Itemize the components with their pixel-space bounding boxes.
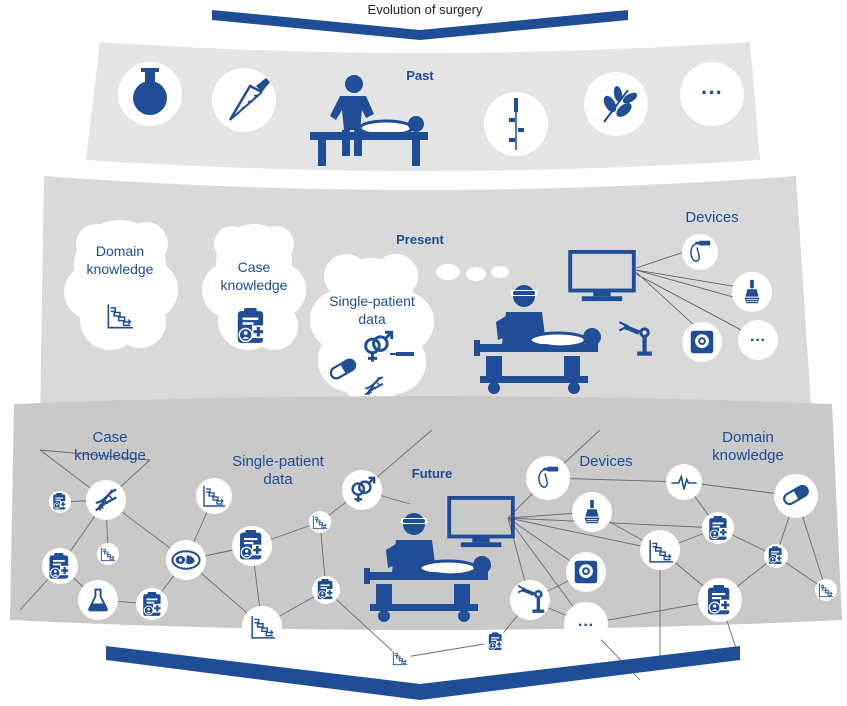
past-label: Past	[406, 68, 434, 83]
future-stairs-node-c	[242, 606, 282, 646]
more-icon: ···	[701, 80, 723, 105]
future-label: Future	[412, 466, 452, 481]
future-case-knowledge-line1: Case	[92, 429, 127, 446]
future-record-node-a	[49, 491, 71, 513]
future-record-node-f	[484, 630, 508, 654]
future-record-node-d	[232, 526, 272, 566]
future-record-node-h	[764, 544, 788, 568]
future-stairs-node-g	[815, 579, 837, 601]
present-ct-item: CT	[682, 322, 722, 362]
present-probe-item	[732, 272, 772, 312]
future-organ-node	[166, 540, 206, 580]
present-more-item: ···	[738, 320, 778, 360]
future-single-patient-line1: Single-patient	[232, 453, 325, 470]
future-robot-node	[510, 580, 550, 620]
ct-label: CT	[582, 579, 590, 585]
future-gender-node	[342, 470, 382, 510]
present-endoscope-item	[682, 234, 718, 270]
future-domain-knowledge-line1: Domain	[722, 429, 774, 446]
present-devices-label: Devices	[685, 209, 738, 226]
more-icon: ···	[750, 332, 766, 349]
past-herb-item	[584, 72, 648, 136]
patient-record-icon	[708, 585, 731, 615]
patient-record-icon	[53, 493, 66, 510]
future-stairs-node-f	[640, 530, 680, 570]
future-stairs-node-e	[389, 647, 411, 669]
domain-knowledge-cloud: Domain knowledge	[64, 220, 178, 350]
ct-label: CT	[698, 349, 706, 355]
diagram-title: Evolution of surgery	[368, 2, 483, 17]
present-label: Present	[396, 232, 444, 247]
domain-knowledge-line1: Domain	[96, 243, 144, 259]
patient-record-icon	[317, 579, 334, 600]
future-dna-node	[86, 480, 126, 520]
flask-icon	[133, 68, 167, 115]
case-knowledge-cloud: Case knowledge	[202, 224, 306, 350]
single-patient-line2: data	[358, 311, 385, 327]
future-devices-label: Devices	[579, 453, 632, 470]
future-ecg-node	[666, 464, 702, 500]
patient-record-icon	[768, 546, 783, 564]
future-case-knowledge-line2: knowledge	[74, 447, 146, 464]
past-flask-item	[118, 62, 182, 126]
future-record-node-e	[312, 576, 340, 604]
future-pill-node	[774, 474, 818, 518]
past-band	[86, 42, 760, 171]
cigarette-icon	[390, 352, 414, 356]
patient-record-icon	[143, 592, 162, 616]
herb-leaf-icon	[603, 86, 638, 123]
future-record-node-g	[702, 512, 734, 544]
future-probe-node	[572, 492, 612, 532]
past-more-item: ···	[680, 62, 744, 126]
future-single-patient-line2: data	[263, 471, 293, 488]
tourniquet-icon	[509, 98, 524, 150]
future-record-node-i	[698, 578, 742, 622]
more-icon: ···	[578, 617, 594, 634]
future-flask-node	[78, 580, 118, 620]
future-band	[10, 396, 842, 630]
future-stairs-node-b	[97, 543, 119, 565]
single-patient-data-cloud: Single-patient data	[310, 254, 434, 410]
patient-record-icon	[240, 530, 263, 560]
single-patient-line1: Single-patient	[329, 293, 415, 309]
saw-icon	[228, 78, 270, 121]
case-knowledge-line1: Case	[238, 259, 271, 275]
future-record-node-b	[42, 548, 78, 584]
future-record-node-c	[136, 588, 168, 620]
top-chevron	[212, 10, 628, 40]
bottom-chevron	[106, 646, 740, 700]
future-more-node: ···	[564, 602, 608, 646]
future-endoscope-node	[526, 456, 570, 500]
patient-record-icon	[709, 516, 728, 540]
patient-record-icon	[49, 553, 70, 579]
future-stairs-node-a	[196, 478, 232, 514]
future-domain-knowledge-line2: knowledge	[712, 447, 784, 464]
thought-bubbles	[436, 264, 509, 281]
future-ct-node: CT	[566, 552, 606, 592]
patient-record-icon	[488, 632, 503, 650]
patient-record-icon	[237, 308, 265, 343]
future-stairs-node-d	[309, 511, 331, 533]
past-saw-item	[212, 68, 276, 132]
case-knowledge-line2: knowledge	[221, 277, 288, 293]
past-tourniquet-item	[484, 92, 548, 156]
domain-knowledge-line2: knowledge	[87, 261, 154, 277]
